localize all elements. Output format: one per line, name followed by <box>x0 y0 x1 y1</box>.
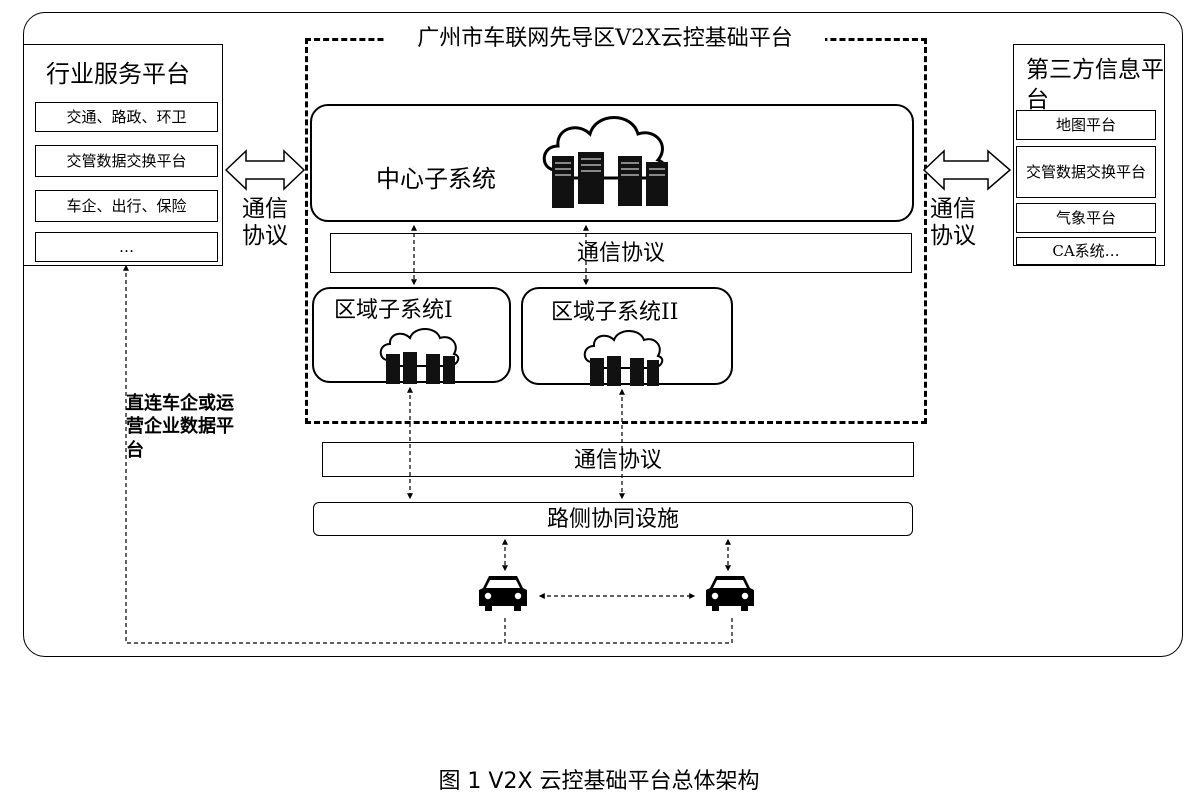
cloud-server-icon <box>542 116 668 208</box>
right-item-ca: CA系统… <box>1016 237 1156 265</box>
cloud-server-icon <box>583 330 664 386</box>
industry-service-title: 行业服务平台 <box>46 60 190 88</box>
right-item-map: 地图平台 <box>1016 110 1156 140</box>
cloud-server-icon <box>379 328 460 384</box>
region-title: 广州市车联网先导区V2X云控基础平台 <box>385 26 825 52</box>
figure-caption: 图 1 V2X 云控基础平台总体架构 <box>438 769 760 794</box>
car-icon <box>479 576 527 611</box>
double-arrow-icon <box>922 149 1012 191</box>
direct-link-label: 直连车企或运营企业数据平台 <box>126 393 234 461</box>
left-item-transport: 交通、路政、环卫 <box>35 102 218 132</box>
right-item-traffic-data: 交管数据交换平台 <box>1016 146 1156 198</box>
car-icon <box>706 576 754 611</box>
left-item-traffic-data: 交管数据交换平台 <box>35 145 218 177</box>
comm-protocol-right-label: 通信协议 <box>930 196 976 249</box>
right-item-weather: 气象平台 <box>1016 203 1156 233</box>
roadside-facility-bar: 路侧协同设施 <box>313 502 913 536</box>
third-party-title: 第三方信息平台 <box>1026 57 1164 113</box>
comm-protocol-bar-upper: 通信协议 <box>330 233 912 273</box>
left-item-more: … <box>35 232 218 262</box>
center-subsystem-label: 中心子系统 <box>376 165 496 193</box>
comm-protocol-bar-lower: 通信协议 <box>322 442 914 477</box>
region-subsystem-1-label: 区域子系统I <box>334 298 453 323</box>
comm-protocol-left-label: 通信协议 <box>242 196 288 249</box>
region-subsystem-2-label: 区域子系统II <box>551 300 679 325</box>
outer-frame <box>23 12 1183 657</box>
double-arrow-icon <box>224 149 306 191</box>
left-item-automakers: 车企、出行、保险 <box>35 190 218 222</box>
